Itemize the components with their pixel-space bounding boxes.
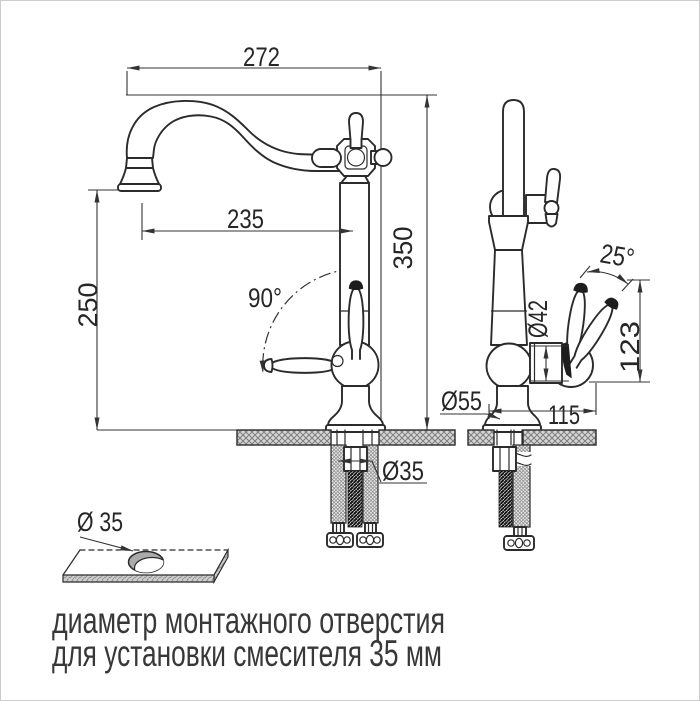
side-pipe <box>502 99 525 223</box>
dim-55-label: Ø55 <box>441 386 482 416</box>
dim-115-label: 115 <box>548 400 580 430</box>
side-column-collar <box>488 215 529 251</box>
side-base-bell <box>484 385 541 426</box>
threaded-stud-front <box>347 470 363 528</box>
hub-left-spoke <box>311 148 342 168</box>
caption-line-1: диаметр монтажного отверстия <box>52 600 445 641</box>
spout-nozzle-collar <box>125 157 154 169</box>
countertop-side <box>467 429 597 446</box>
side-outlet-nub <box>544 213 559 228</box>
dim-350-label: 350 <box>388 227 418 270</box>
side-handle-wedge <box>561 343 572 379</box>
caption-line-2: для установки смесителя 35 мм <box>52 633 442 674</box>
side-ball-joint <box>485 342 533 390</box>
dim-hole-label: Ø 35 <box>77 507 123 537</box>
hub-top-lever <box>348 112 364 149</box>
dim-42-label: Ø42 <box>523 300 553 338</box>
faucet-front-view <box>117 99 393 433</box>
undercounter-front <box>326 444 384 548</box>
front-base-plate <box>325 424 386 433</box>
side-top-lever <box>544 168 562 204</box>
dim-25-label: 25° <box>598 238 637 273</box>
mounting-hole-inset: Ø 35 <box>62 507 229 585</box>
spout-nozzle-rim <box>117 183 162 192</box>
countertop-front <box>236 429 456 446</box>
undercounter-side <box>492 444 535 551</box>
caption: диаметр монтажного отверстия для установ… <box>52 600 445 674</box>
dim-272-label: 272 <box>243 42 280 72</box>
faucet-side-view <box>482 99 623 433</box>
dim-123-label: 123 <box>615 321 645 373</box>
dim-35-tail-label: Ø35 <box>382 456 424 486</box>
extension-lines-behind <box>88 71 437 431</box>
dim-90-label: 90° <box>248 283 282 313</box>
handle-rotation-arc <box>259 267 353 374</box>
dim-250-label: 250 <box>73 283 103 328</box>
side-column <box>490 249 528 346</box>
spout-nozzle-bell <box>119 167 160 185</box>
dimensions: 272 235 250 350 90° Ø35 Ø42 123 25° Ø55 <box>73 42 650 486</box>
front-column-neck <box>340 175 370 184</box>
hub-right-knob <box>373 148 393 167</box>
front-base-bell <box>327 385 384 426</box>
dim-235-label: 235 <box>227 204 264 234</box>
phantom-handle-horizontal <box>263 357 340 374</box>
threaded-stud-side <box>498 470 513 528</box>
